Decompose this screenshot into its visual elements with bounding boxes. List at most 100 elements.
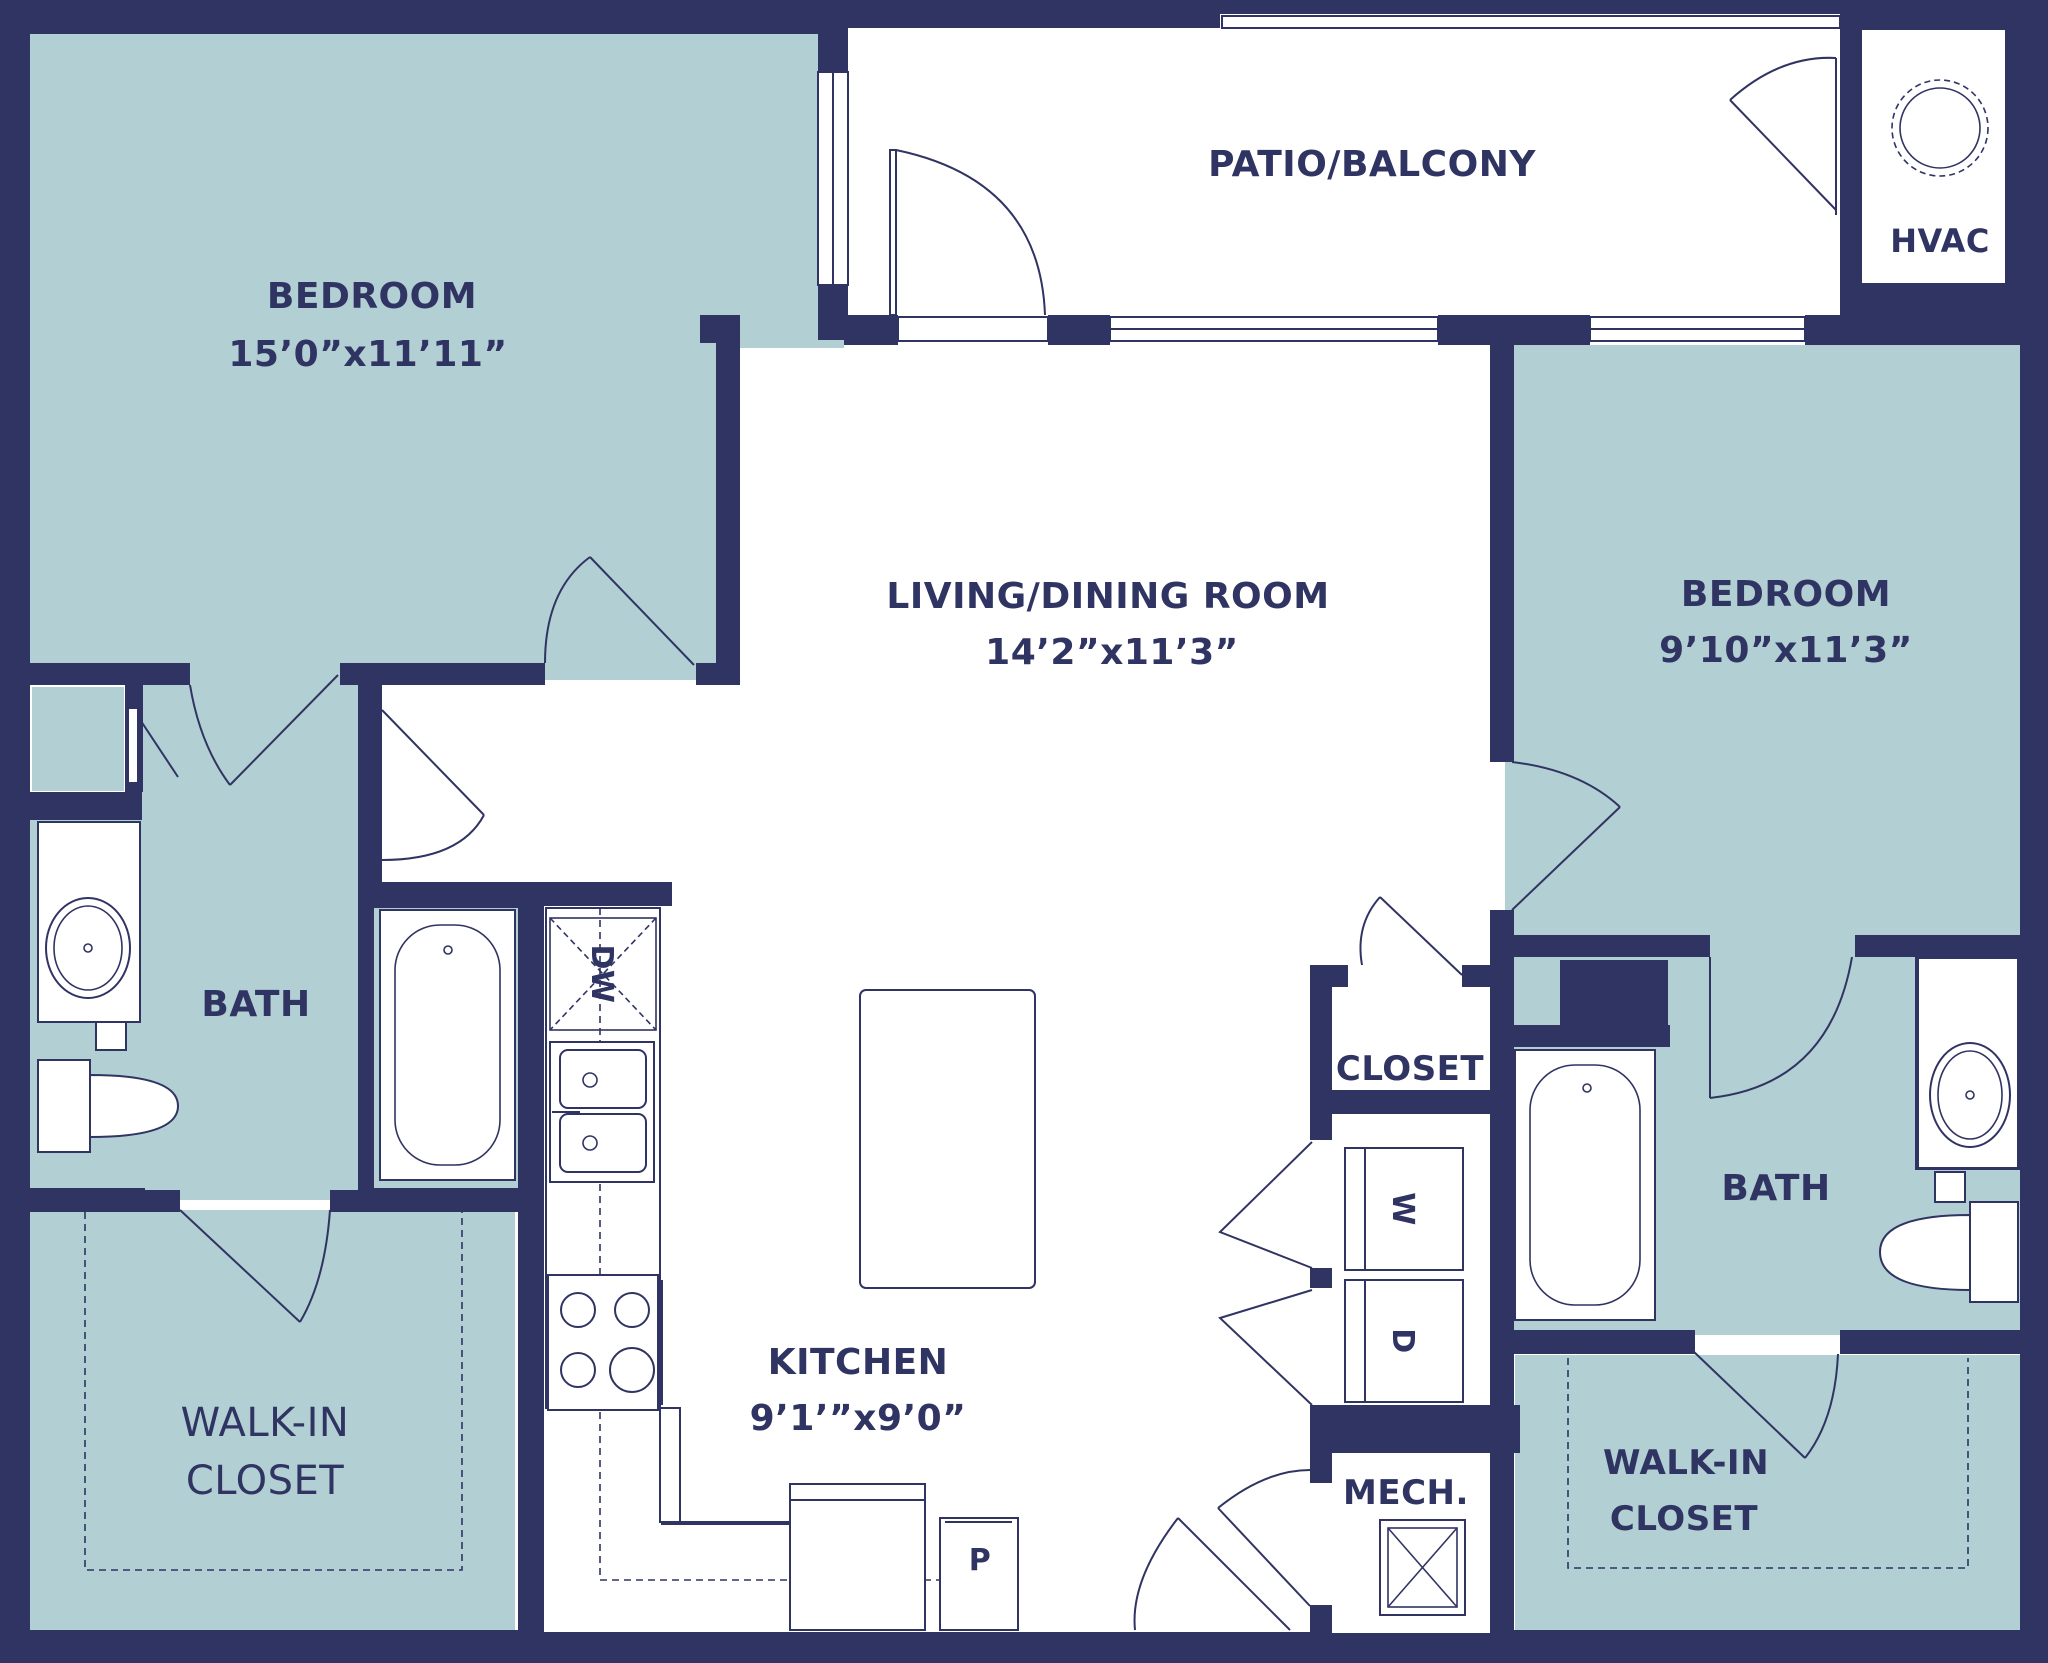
- bedroom-right-size: 9’10”x11’3”: [1659, 630, 1913, 671]
- sink-right-bowl: [1937, 1050, 2003, 1140]
- tub-right-drain: [1582, 1083, 1592, 1093]
- door-walkin-left-leaf: [179, 1209, 301, 1323]
- tub-left-drain: [443, 945, 453, 955]
- tub-left-inner: [394, 924, 501, 1166]
- wall-living-top-2: [1048, 315, 1110, 345]
- door-entry-leaf: [1177, 1517, 1291, 1631]
- window-patio-top: [1221, 15, 1841, 29]
- bedroom-right-fill: [1505, 345, 2020, 935]
- sink-kitchen-bowl-2: [559, 1113, 647, 1173]
- wall-linen-shelf: [30, 792, 142, 820]
- door-patio-swing: [895, 149, 1046, 316]
- patio-name: PATIO/BALCONY: [1208, 144, 1536, 185]
- wall-patio-left-3: [818, 28, 848, 72]
- kitchen-fixtures: [545, 907, 1036, 1631]
- wall-bed-right-top-stub: [1490, 315, 1514, 345]
- door-bed-left-swing: [544, 556, 591, 664]
- wall-bath-right-tub-top: [1510, 1025, 1670, 1047]
- walls-top: [340, 28, 1514, 1636]
- door-hvac-leaf-2: [1729, 99, 1837, 211]
- burner-2: [614, 1292, 650, 1328]
- wall-outer-left: [0, 0, 30, 1663]
- pantry: [939, 1517, 1019, 1631]
- wall-patio-top-strip: [850, 14, 1220, 28]
- laundry: [1344, 1147, 1464, 1403]
- wall-closet-left: [1310, 965, 1332, 1095]
- bedroom-left-fill: [30, 34, 820, 680]
- patio-interior: [848, 28, 1840, 315]
- walkin-left-line2: CLOSET: [186, 1458, 344, 1504]
- walkin-right-shelf: [1567, 1358, 1969, 1569]
- wall-hall-left: [358, 685, 382, 860]
- walkin-left-shelf: [84, 1212, 463, 1571]
- bedroom-left-size: 15’0”x11’11”: [228, 334, 507, 375]
- fridge: [789, 1483, 926, 1631]
- burner-3: [560, 1352, 596, 1388]
- door-linen-leaf: [134, 711, 179, 778]
- wall-living-left: [716, 345, 740, 681]
- kitchen-island: [859, 989, 1036, 1289]
- door-closet-swing: [1359, 896, 1381, 966]
- wall-hvac-left: [1840, 30, 1862, 315]
- linen-left-fill: [32, 687, 124, 791]
- door-walkin-right-leaf: [1691, 1349, 1806, 1459]
- wall-hvac-right: [2005, 30, 2020, 315]
- hvac-unit-icon: [1891, 79, 1989, 177]
- wall-bed-right-left-upper: [1490, 330, 1514, 762]
- wall-bath-right-closet: [1560, 960, 1668, 1025]
- door-mech-swing: [1217, 1469, 1311, 1509]
- door-bed-right-swing: [1511, 761, 1621, 808]
- bath-left-body-fill: [145, 685, 358, 1190]
- walkin-right-line2: CLOSET: [1610, 1499, 1759, 1539]
- burner-4: [609, 1347, 655, 1393]
- dishwasher-box: [549, 917, 657, 1031]
- wall-outer-top-left: [0, 0, 850, 34]
- living-interior: [740, 345, 1490, 885]
- wall-mech-top-2: [1310, 1405, 1514, 1453]
- wall-closet-right-2: [1490, 940, 1514, 1635]
- windows: [740, 15, 1841, 348]
- sink-right-icon: [1929, 1042, 2011, 1148]
- wall-bed-right-bottom-2: [1855, 935, 2020, 957]
- counter-bottom: [659, 1407, 681, 1523]
- hvac-interior: [1862, 44, 2005, 283]
- wall-closet-top: [1310, 965, 1348, 987]
- sink-left-drain: [83, 943, 93, 953]
- door-bath-left-leaf: [229, 674, 339, 786]
- toilet-right-tank: [1969, 1201, 2019, 1303]
- dishwasher-x2: [549, 917, 657, 1031]
- wall-laundry-left-2: [1310, 1268, 1332, 1288]
- closet-interior: [1332, 987, 1490, 1090]
- wall-bath-left-bottom-1: [30, 1188, 180, 1212]
- bath-right-name: BATH: [1721, 1168, 1830, 1209]
- tub-left: [379, 909, 516, 1181]
- toilet-right-paper: [1934, 1171, 1966, 1203]
- door-walkin-left-swing: [299, 1209, 331, 1323]
- labels: BEDROOM 15’0”x11’11” PATIO/BALCONY HVAC …: [181, 144, 1990, 1578]
- closet-name: CLOSET: [1336, 1049, 1485, 1089]
- door-walkin-right-swing: [1804, 1353, 1839, 1459]
- door-hall-leaf: [381, 709, 485, 816]
- door-bed-left-leaf: [589, 556, 695, 666]
- door-closet-leaf: [1379, 896, 1463, 976]
- sink-kitchen-bowl-1: [559, 1049, 647, 1109]
- tub-right-inner: [1529, 1064, 1641, 1306]
- mech-name: MECH.: [1343, 1473, 1469, 1513]
- wall-mech-left-2: [1310, 1605, 1332, 1635]
- hvac-name: HVAC: [1890, 222, 1990, 260]
- tub-right: [1514, 1049, 1656, 1321]
- wall-laundry-left-1: [1310, 1110, 1332, 1140]
- wall-outer-bottom: [0, 1630, 2048, 1663]
- door-mech-leaf: [1217, 1507, 1311, 1607]
- wall-outer-top-right: [1840, 0, 2048, 30]
- doors: [127, 56, 1853, 1631]
- washer-front: [1344, 1147, 1366, 1271]
- burner-1: [560, 1292, 596, 1328]
- wall-bath-right-bottom-1: [1505, 1330, 1695, 1354]
- dishwasher-label: DW: [584, 945, 619, 1004]
- walkin-right-line1: WALK-IN: [1603, 1443, 1769, 1483]
- kitchen-name: KITCHEN: [768, 1342, 949, 1383]
- door-bath-left-swing: [189, 684, 231, 786]
- wall-bath-right-bottom-2: [1840, 1330, 2020, 1354]
- living-name: LIVING/DINING ROOM: [886, 576, 1329, 617]
